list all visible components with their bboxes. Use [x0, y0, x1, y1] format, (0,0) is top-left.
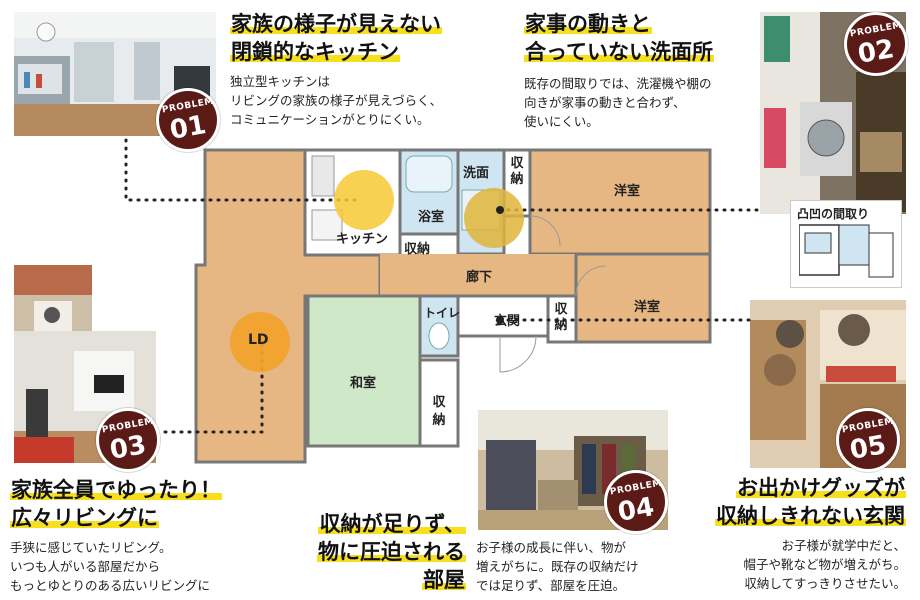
- room-western2: 洋室: [634, 300, 661, 315]
- living-photo-small: [14, 265, 92, 343]
- kitchen-photo: [14, 12, 216, 136]
- room-ld: LD: [248, 332, 269, 348]
- leader-lines: [124, 138, 762, 434]
- problem-03-body-line-1: 手狭に感じていたリビング。: [10, 540, 172, 555]
- japanese-floor: [306, 294, 422, 448]
- ld-marker: [230, 312, 290, 372]
- problem-01-body: 独立型キッチンは リビングの家族の様子が見えづらく、 コミュニケーションがとりに…: [230, 72, 442, 129]
- uneven-layout-inset: 凸凹の間取り: [790, 200, 902, 288]
- hallway-floor: [380, 254, 576, 296]
- problem-03-badge: PROBLEM 03: [96, 408, 160, 472]
- room-japanese: 和室: [350, 376, 377, 391]
- problem-05-badge: PROBLEM 05: [836, 408, 900, 472]
- problem-01-body-line-1: 独立型キッチンは: [230, 74, 331, 89]
- washroom-marker: [464, 188, 524, 248]
- problem-02-title-line-1: 家事の動きと: [524, 12, 652, 36]
- problem-05-body: お子様が就学中だと、 帽子や靴など物が増えがち。 収納してすっきりさせたい。: [660, 536, 906, 593]
- sink: [311, 209, 343, 241]
- room-storage1: 収納: [404, 242, 431, 257]
- problem-01-title-line-2: 閉鎖的なキッチン: [230, 40, 400, 64]
- problem-03-title-line-2: 広々リビングに: [10, 506, 159, 530]
- problem-04-body-line-2: 増えがちに。既存の収納だけ: [476, 559, 639, 574]
- problem-02-body-line-1: 既存の間取りでは、洗濯機や棚の: [524, 76, 712, 91]
- problem-04-body-line-1: お子様の成長に伴い、物が: [476, 540, 627, 555]
- problem-02-badge: PROBLEM 02: [844, 12, 908, 76]
- problem-02-body-line-3: 使いにくい。: [524, 114, 599, 129]
- kitchen-marker: [334, 170, 394, 230]
- leader-05-end: [496, 316, 504, 324]
- problem-01-badge: PROBLEM 01: [156, 88, 220, 152]
- living-photo-small-art: [14, 265, 92, 343]
- problem-05-body-line-1: お子様が就学中だと、: [781, 538, 906, 553]
- problem-02-title-line-2: 合っていない洗面所: [524, 40, 714, 64]
- problem-03-body-line-2: いつも人がいる部屋だから: [10, 559, 161, 574]
- uneven-layout-sketch: [799, 224, 894, 278]
- problem-02-title: 家事の動きと 合っていない洗面所: [524, 10, 714, 66]
- problem-04-title-line-2: 物に圧迫される: [317, 540, 466, 564]
- problem-04-badge: PROBLEM 04: [604, 470, 668, 534]
- problem-05-title-line-1: お出かけグッズが: [736, 476, 906, 500]
- stove: [311, 155, 335, 197]
- room-washroom: 洗面: [463, 166, 490, 181]
- living-photo-large: [14, 331, 156, 463]
- uneven-layout-caption: 凸凹の間取り: [797, 207, 870, 221]
- problem-01-body-line-2: リビングの家族の様子が見えづらく、: [230, 93, 443, 108]
- leader-03: [158, 342, 264, 434]
- problem-04-title-line-3: 部屋: [422, 568, 466, 592]
- toilet-bowl: [428, 322, 450, 350]
- problem-01-body-line-3: コミュニケーションがとりにくい。: [230, 112, 430, 127]
- bathtub: [405, 155, 453, 193]
- room-toilet: トイレ: [424, 306, 461, 320]
- western1-door: [529, 215, 561, 247]
- problem-03-title-line-1: 家族全員でゆったり！: [10, 478, 222, 502]
- room-storage2: 収納: [510, 156, 524, 187]
- problem-03-body-line-3: もっとゆとりのある広いリビングに: [10, 578, 211, 593]
- room-storage4: 収納: [432, 395, 446, 428]
- room-bath: 浴室: [418, 210, 445, 225]
- problem-05-title-line-2: 収納しきれない玄関: [715, 504, 906, 528]
- entrance-door: [499, 335, 537, 373]
- entrance-floor: [456, 294, 550, 338]
- problem-01-title: 家族の様子が見えない 閉鎖的なキッチン: [230, 10, 442, 66]
- western2-floor: [574, 252, 712, 344]
- room-hallway: 廊下: [466, 270, 493, 285]
- washroom-photo: [760, 12, 906, 214]
- problem-05-title: お出かけグッズが 収納しきれない玄関: [660, 474, 906, 530]
- problem-01-title-line-1: 家族の様子が見えない: [230, 12, 442, 36]
- leader-02-end: [496, 206, 504, 214]
- living-photo-large-art: [14, 331, 156, 463]
- problem-02-body: 既存の間取りでは、洗濯機や棚の 向きが家事の動きと合わず、 使いにくい。: [524, 74, 712, 131]
- problem-04-body-line-3: では足りず、部屋を圧迫。: [476, 578, 626, 593]
- problem-04-body: お子様の成長に伴い、物が 増えがちに。既存の収納だけ では足りず、部屋を圧迫。: [476, 538, 639, 595]
- problem-05-body-line-3: 収納してすっきりさせたい。: [744, 576, 906, 591]
- problem-05-body-line-2: 帽子や靴など物が増えがち。: [743, 557, 906, 572]
- western2-door: [575, 265, 607, 297]
- room-entrance: 玄関: [494, 314, 521, 329]
- storage4-floor: [418, 358, 460, 448]
- problem-03-body: 手狭に感じていたリビング。 いつも人がいる部屋だから もっとゆとりのある広いリビ…: [10, 538, 210, 595]
- room-kitchen: キッチン: [336, 232, 389, 247]
- problem-03-title: 家族全員でゆったり！ 広々リビングに: [10, 476, 222, 532]
- problem-02-body-line-2: 向きが家事の動きと合わず、: [524, 95, 686, 110]
- leader-01: [124, 138, 362, 202]
- western1-floor: [528, 148, 712, 256]
- room-western1: 洋室: [614, 184, 641, 199]
- problem-04-title: 収納が足りず、 物に圧迫される 部屋: [270, 510, 466, 594]
- room-storage3: 収納: [554, 302, 568, 333]
- problem-04-title-line-1: 収納が足りず、: [318, 512, 466, 536]
